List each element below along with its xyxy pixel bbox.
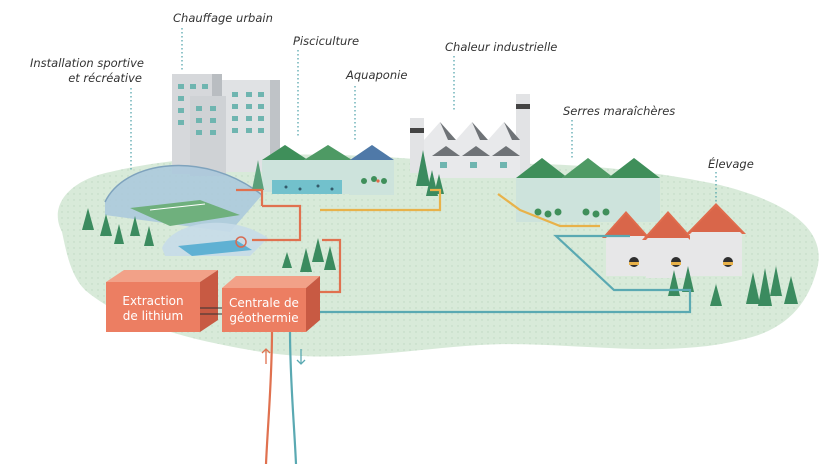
plant-label-line2: géothermie	[229, 311, 299, 325]
pool-dome	[162, 222, 268, 256]
vegetable-greenhouses-label: Serres maraîchères	[563, 104, 676, 118]
down-arrow-icon	[296, 349, 306, 365]
fish-farm-greenhouses	[262, 145, 394, 195]
sports-label-line1: Installation sportive	[30, 56, 144, 70]
up-arrow-icon	[261, 348, 271, 364]
geothermal-plant-box	[222, 276, 320, 332]
apartment-buildings	[172, 74, 280, 176]
factory	[410, 94, 530, 178]
lithium-extraction-box	[106, 270, 218, 332]
cold-water-pipe	[288, 234, 692, 465]
box-connectors	[200, 307, 222, 315]
lithium-label-line2: de lithium	[122, 309, 184, 323]
district-heating-label: Chauffage urbain	[173, 11, 273, 25]
hot-water-pipe	[236, 188, 342, 465]
trees	[82, 150, 798, 306]
lithium-label-line1: Extraction	[122, 294, 184, 308]
plant-box-label: Centrale de géothermie	[224, 296, 304, 326]
industrial-heat-label: Chaleur industrielle	[445, 40, 558, 54]
warm-distribution-pipe	[320, 188, 600, 228]
lithium-box-label: Extraction de lithium	[112, 294, 194, 324]
aquaponics-label: Aquaponie	[346, 68, 408, 82]
fish-farming-label: Pisciculture	[293, 34, 360, 48]
livestock-label: Élevage	[708, 157, 754, 171]
vegetable-greenhouses	[516, 158, 660, 222]
sports-label-line2: et récréative	[68, 71, 142, 85]
sports-dome	[104, 164, 263, 232]
plant-label-line1: Centrale de	[229, 296, 299, 310]
sports-facility-label: Installation sportive et récréative	[30, 56, 144, 86]
